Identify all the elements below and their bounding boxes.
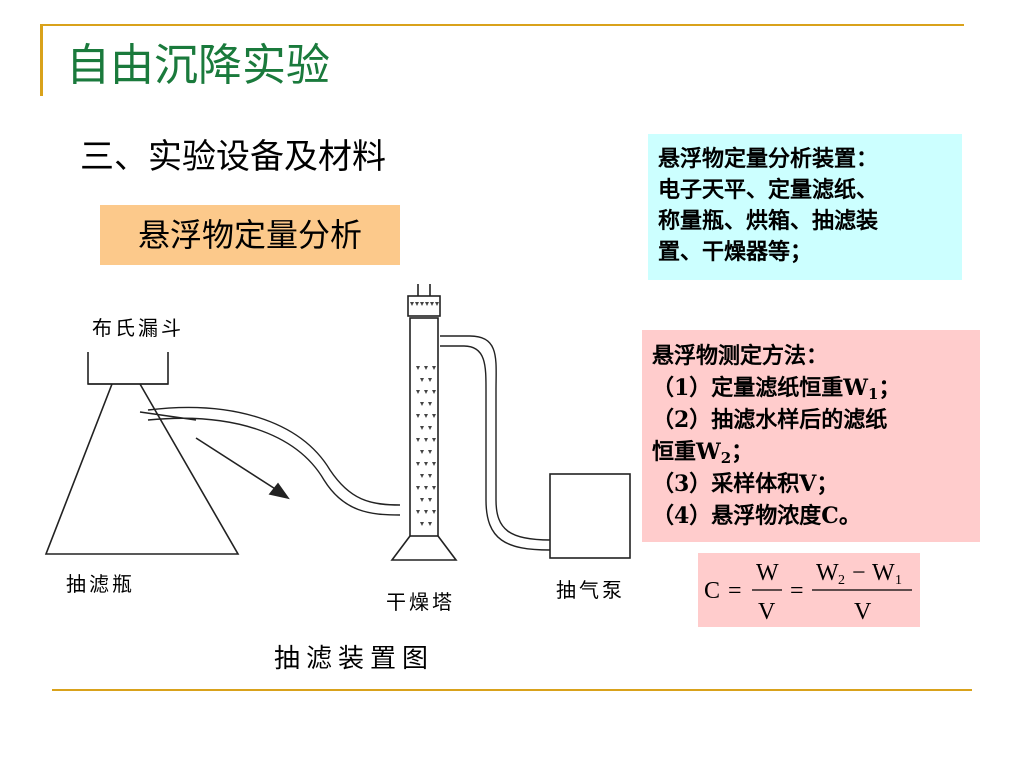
flow-arrow (195, 437, 290, 500)
method-line: （4）悬浮物浓度C。 (652, 503, 861, 529)
label-buchner-funnel: 布氏漏斗 (92, 316, 184, 340)
packing-particle (420, 402, 424, 406)
packing-particle (420, 474, 424, 478)
tube-tower-to-pump (440, 335, 551, 551)
label-suction-flask: 抽滤瓶 (66, 572, 135, 596)
packing-particle (420, 426, 424, 430)
filter-mesh-mark (415, 302, 419, 306)
packing-particle (416, 366, 420, 370)
highlight-tag: 悬浮物定量分析 (100, 205, 400, 265)
method-box: 悬浮物测定方法： （1）定量滤纸恒重W1； （2）抽滤水样后的滤纸 恒重W2； … (642, 330, 980, 542)
packing-particle (428, 498, 432, 502)
packing-particle (416, 414, 420, 418)
packing-particle (424, 510, 428, 514)
formula-den2: V (854, 599, 872, 625)
packing-particle (416, 438, 420, 442)
packing-particle (432, 462, 436, 466)
suction-flask-shape (44, 383, 240, 555)
packing-particle (424, 438, 428, 442)
filter-mesh-mark (410, 302, 414, 306)
packing-particle (416, 462, 420, 466)
method-subscript: 2 (720, 449, 732, 467)
packing-particle (432, 366, 436, 370)
method-text: ； (731, 439, 754, 465)
equipment-line: 悬浮物定量分析装置： (658, 146, 879, 172)
vacuum-pump-shape (549, 473, 631, 559)
filter-mesh-mark (425, 302, 429, 306)
method-line: （1）定量滤纸恒重W1； (652, 372, 970, 404)
formula-eq2: = (790, 578, 804, 604)
method-line: 悬浮物测定方法： (652, 343, 829, 369)
diagram-caption: 抽滤装置图 (274, 644, 435, 674)
packing-particle (432, 414, 436, 418)
packing-particle (420, 450, 424, 454)
filter-mesh-mark (435, 302, 439, 306)
packing-particle (416, 390, 420, 394)
buchner-funnel-shape (87, 352, 169, 385)
packing-particle (432, 390, 436, 394)
packing-particle (424, 366, 428, 370)
slide-title: 自由沉降实验 (66, 40, 330, 91)
method-subscript: 1 (868, 385, 879, 403)
formula-num2-a: W (816, 560, 839, 586)
top-rule (40, 24, 964, 26)
method-line: （2）抽滤水样后的滤纸 (652, 407, 888, 433)
formula-eq: = (728, 578, 742, 604)
packing-particle (432, 510, 436, 514)
packing-particle (424, 486, 428, 490)
formula-num2-b: W (872, 560, 895, 586)
packing-particle (420, 378, 424, 382)
equipment-line: 置、干燥器等； (658, 239, 813, 265)
packing-particle (428, 450, 432, 454)
method-text: 恒重W (652, 439, 721, 465)
packing-particle (420, 522, 424, 526)
method-line: 恒重W2； (652, 436, 970, 468)
formula-num2-sub-a: 2 (838, 573, 845, 588)
method-text: （1）定量滤纸恒重W (652, 375, 869, 401)
packing-particle (428, 426, 432, 430)
packing-particle (424, 414, 428, 418)
equipment-line: 称量瓶、烘箱、抽滤装 (658, 208, 879, 234)
formula-minus: − (852, 560, 866, 586)
packing-particle (420, 498, 424, 502)
section-heading: 三、实验设备及材料 (80, 137, 386, 177)
packing-particle (432, 486, 436, 490)
packing-particle (416, 510, 420, 514)
packing-particle (428, 378, 432, 382)
packing-particle (428, 522, 432, 526)
label-drying-tower: 干燥塔 (386, 590, 455, 614)
filter-mesh-mark (430, 302, 434, 306)
bottom-rule (52, 689, 972, 691)
equipment-box: 悬浮物定量分析装置： 电子天平、定量滤纸、 称量瓶、烘箱、抽滤装 置、干燥器等； (648, 134, 962, 280)
formula-lhs: C (704, 578, 720, 604)
equipment-line: 电子天平、定量滤纸、 (658, 177, 879, 203)
tube-flask-to-tower (147, 406, 401, 516)
packing-particle (432, 438, 436, 442)
concentration-formula: C = W V = W 2 − W 1 V (698, 553, 920, 627)
packing-particle (416, 486, 420, 490)
formula-den1: V (758, 599, 776, 625)
left-accent-bar (40, 24, 43, 96)
packing-particle (424, 462, 428, 466)
packing-particle (428, 402, 432, 406)
packing-particle (428, 474, 432, 478)
packing-particle (424, 390, 428, 394)
filter-mesh-mark (420, 302, 424, 306)
drying-tower-packing (410, 302, 439, 526)
method-line: （3）采样体积V； (652, 471, 839, 497)
label-vacuum-pump: 抽气泵 (556, 578, 625, 602)
method-text: ； (878, 375, 901, 401)
formula-num1: W (756, 560, 779, 586)
drying-tower-shape (390, 284, 458, 561)
formula-num2-sub-b: 1 (895, 573, 902, 588)
